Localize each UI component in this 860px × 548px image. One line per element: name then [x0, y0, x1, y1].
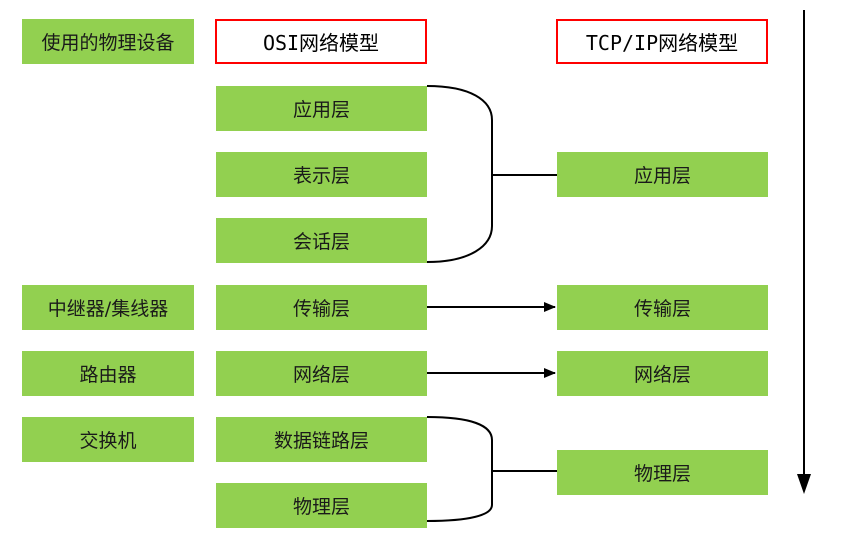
- osi-layer-application: 应用层: [216, 86, 427, 131]
- devices-header: 使用的物理设备: [22, 19, 194, 64]
- osi-layer-session: 会话层: [216, 218, 427, 263]
- tcpip-layer-transport: 传输层: [557, 285, 768, 330]
- osi-layer-presentation: 表示层: [216, 152, 427, 197]
- bottom-brace: [426, 416, 493, 522]
- osi-layer-physical: 物理层: [216, 483, 427, 528]
- tcpip-layer-physical: 物理层: [557, 450, 768, 495]
- osi-layer-data-link: 数据链路层: [216, 417, 427, 462]
- osi-layer-network: 网络层: [216, 351, 427, 396]
- osi-model-header: OSI网络模型: [215, 19, 427, 64]
- top-brace: [426, 85, 493, 263]
- vertical-arrow-head: [797, 474, 811, 494]
- tcpip-model-header: TCP/IP网络模型: [556, 19, 768, 64]
- tcpip-layer-application: 应用层: [557, 152, 768, 197]
- device-repeater-hub: 中继器/集线器: [22, 285, 194, 330]
- tcpip-layer-network: 网络层: [557, 351, 768, 396]
- osi-layer-transport: 传输层: [216, 285, 427, 330]
- device-switch: 交换机: [22, 417, 194, 462]
- device-router: 路由器: [22, 351, 194, 396]
